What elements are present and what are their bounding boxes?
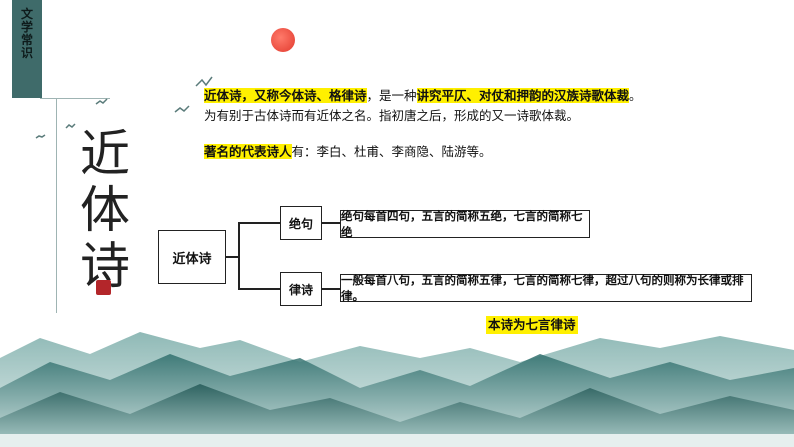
connector-vertical	[238, 222, 240, 289]
intro-line-1: 近体诗，又称今体诗、格律诗，是一种讲究平仄、对仗和押韵的汉族诗歌体裁。	[204, 86, 642, 106]
diagram-branch-2-box: 律诗	[280, 272, 322, 306]
intro-text-1: ，是一种	[366, 88, 417, 103]
connector-root	[226, 256, 238, 258]
seal-icon	[96, 280, 111, 295]
intro-line-3: 著名的代表诗人有：李白、杜甫、李商隐、陆游等。	[204, 142, 492, 162]
connector-bottom	[238, 288, 280, 290]
intro-highlight-3: 著名的代表诗人	[204, 144, 292, 159]
connector-branch-2	[322, 288, 340, 290]
intro-text-3: 有：李白、杜甫、李商隐、陆游等。	[291, 144, 492, 159]
frame-line-horizontal	[40, 98, 110, 99]
side-tag-label: 文学常识	[20, 7, 33, 60]
sun-icon	[271, 28, 295, 52]
diagram-branch-1-box: 绝句	[280, 206, 322, 240]
connector-branch-1	[322, 222, 340, 224]
poem-type-note: 本诗为七言律诗	[486, 316, 578, 334]
diagram-branch-1-desc: 绝句每首四句，五言的简称五绝，七言的简称七绝	[340, 209, 590, 239]
frame-line-vertical	[56, 98, 57, 313]
title-char-1: 近	[80, 125, 130, 183]
diagram-branch-2-desc: 一般每首八句，五言的简称五律，七言的简称七律，超过八句的则称为长律或排律。	[340, 273, 752, 303]
side-tag-bar	[12, 0, 42, 98]
intro-highlight-2: 讲究平仄、对仗和押韵的汉族诗歌体裁	[416, 88, 630, 103]
title-char-2: 体	[80, 181, 130, 239]
intro-line-2: 为有别于古体诗而有近体之名。指初唐之后，形成的又一诗歌体裁。	[204, 108, 580, 123]
intro-text-1-end: 。	[629, 88, 642, 103]
intro-highlight-1: 近体诗，又称今体诗、格律诗	[204, 88, 367, 103]
connector-top	[238, 222, 280, 224]
diagram-root-box: 近体诗	[158, 230, 226, 284]
mountains-illustration	[0, 332, 794, 447]
